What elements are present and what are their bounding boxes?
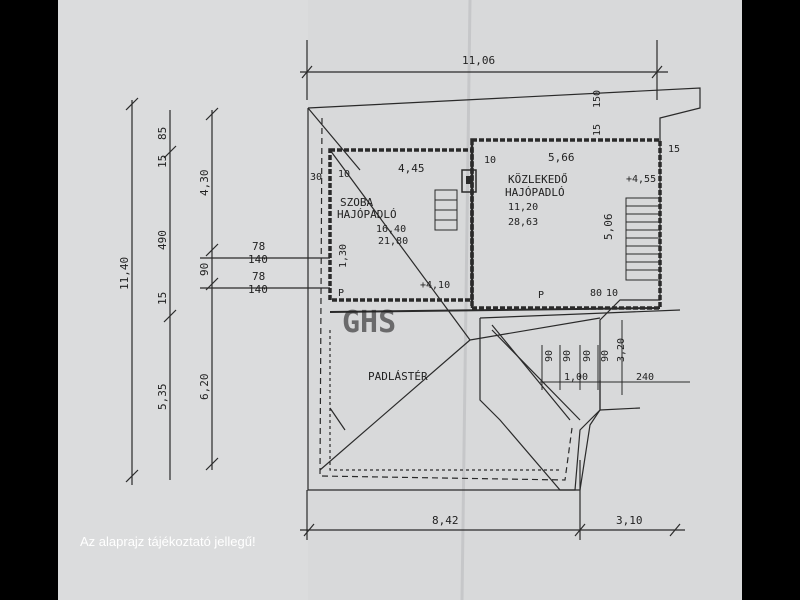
room-szoba-area-b: 21,80 [378, 236, 408, 247]
dim-tick [163, 145, 177, 159]
room-szoba-area-a: 16,40 [376, 224, 406, 235]
room-padlaster-name: PADLÁSTÉR [368, 370, 428, 383]
dormer-outline [479, 318, 601, 491]
hip-line [329, 149, 471, 341]
stair-dim-10: 10 [606, 288, 618, 299]
inner-dim-15b: 15 [668, 144, 680, 155]
dim-left-overall: 11,40 [118, 257, 131, 290]
inner-dim-10b: 10 [338, 169, 350, 180]
dim-left-h: 6,20 [198, 374, 211, 401]
hip-line [469, 317, 601, 341]
dim-left-a: 85 [156, 127, 169, 140]
dim-tick [205, 243, 219, 257]
dim-left-c: 490 [156, 230, 169, 250]
hip-line [599, 407, 641, 411]
inner-dim-10a: 10 [484, 155, 496, 166]
room-szoba-floor: HAJÓPADLÓ [337, 208, 397, 221]
stair-icon [625, 197, 661, 281]
disclaimer-caption: Az alaprajz tájékoztató jellegű! [80, 534, 256, 549]
dim-tick [205, 457, 219, 471]
chimney-core [466, 176, 472, 184]
dim-left-d: 15 [156, 292, 169, 305]
inner-dim-130: 1,30 [338, 244, 349, 268]
stair-dim-90b: 90 [562, 350, 573, 362]
inner-dim-150: 150 [592, 90, 603, 108]
window-dim-4: 140 [248, 283, 268, 296]
inner-dim-15a: 15 [592, 124, 603, 136]
dim-left-g: 90 [198, 263, 211, 276]
roof-eave [329, 330, 560, 471]
stair-dim-80: 80 [590, 288, 602, 299]
dim-tick [125, 469, 139, 483]
hip-line [329, 407, 346, 431]
window-dim-3: 78 [252, 270, 265, 283]
room-kozlekedo-name: KÖZLEKEDŐ [508, 172, 568, 186]
inner-dim-445: 4,45 [398, 162, 425, 175]
stair-dim-90a: 90 [544, 350, 555, 362]
dormer-ridge [491, 324, 571, 421]
window-dim-1: 78 [252, 240, 265, 253]
level-410: +4,10 [420, 280, 450, 291]
room-kozlekedo-area-a: 11,20 [508, 202, 538, 213]
hip-line [491, 329, 581, 421]
p-label-1: P [338, 288, 344, 299]
dormer-edge [479, 309, 681, 319]
dim-bottom-left: 8,42 [432, 514, 459, 527]
stair-dim-90c: 90 [582, 350, 593, 362]
dim-tick [125, 97, 139, 111]
dim-bottom-right: 3,10 [616, 514, 643, 527]
inner-dim-566: 5,66 [548, 151, 575, 164]
stair-dim-90d: 90 [600, 350, 611, 362]
dim-top-overall: 11,06 [462, 54, 495, 67]
room-szoba-name: SZOBA [340, 196, 373, 209]
room-kozlekedo-floor: HAJÓPADLÓ [505, 186, 565, 199]
dim-tick [205, 107, 219, 121]
hip-line [307, 107, 361, 171]
dim-tick [303, 523, 315, 537]
dim-left-f: 4,30 [198, 170, 211, 197]
room-kozlekedo-area-b: 28,63 [508, 217, 538, 228]
window-dim-2: 140 [248, 253, 268, 266]
dim-tick [669, 523, 681, 537]
stair-dim-100: 1,00 [564, 372, 588, 383]
stair-dim-240: 240 [636, 372, 654, 383]
dormer-front-wall [329, 307, 661, 313]
chimney-icon [461, 169, 477, 193]
small-stair-icon [434, 189, 458, 231]
dim-left-b: 15 [156, 155, 169, 168]
roof-outline-inner [319, 117, 573, 481]
dim-tick [163, 309, 177, 323]
p-label-2: P [538, 290, 544, 301]
hip-line [319, 339, 471, 471]
inner-dim-30: 30 [310, 172, 322, 183]
roof-outline-outer [307, 87, 701, 491]
inner-dim-506: 5,06 [602, 214, 615, 241]
paper-shade [58, 0, 308, 600]
watermark: GHS [342, 305, 396, 340]
level-455: +4,55 [626, 174, 656, 185]
stair-dim-320: 3,20 [616, 338, 627, 362]
dim-left-e: 5,35 [156, 384, 169, 411]
